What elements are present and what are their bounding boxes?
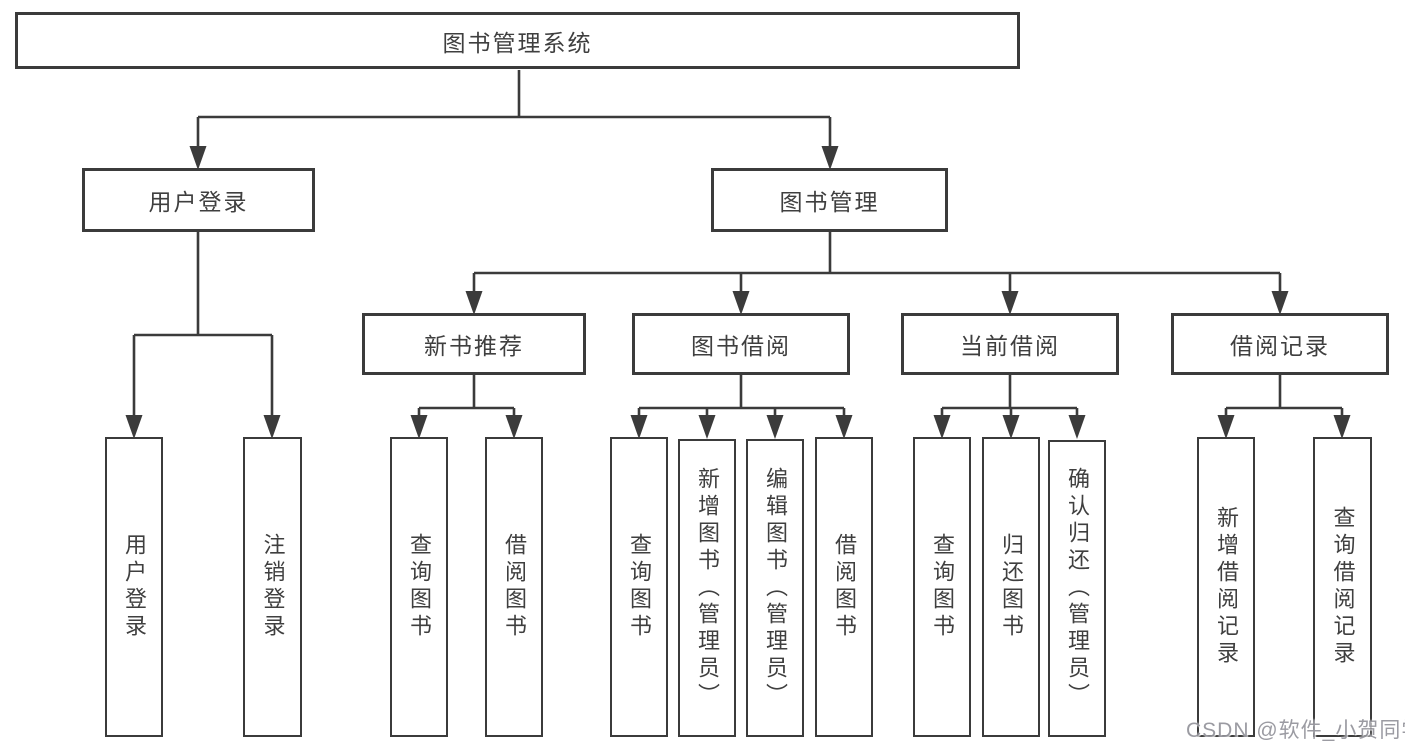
leaf-bb-borrow-book: 借阅图书 (815, 437, 873, 737)
connector-borrow-record-split (1224, 375, 1344, 418)
leaf-bb-query-book-label: 查询图书 (627, 533, 652, 641)
connector-root-split (196, 70, 832, 150)
node-borrow-record-label: 借阅记录 (1230, 333, 1330, 359)
connector-user-login-split (132, 232, 274, 418)
arrow-leaf-bb-borrow (835, 415, 853, 439)
arrow-leaf-br-add (1217, 415, 1235, 439)
node-user-login: 用户登录 (82, 168, 315, 232)
node-borrow-record: 借阅记录 (1171, 313, 1389, 375)
leaf-bb-add-book: 新增图书（管理员） (678, 439, 736, 737)
arrowheads (125, 146, 1351, 439)
connector-new-book-split (417, 375, 516, 418)
node-book-mgmt: 图书管理 (711, 168, 948, 232)
leaf-user-login-label: 用户登录 (122, 533, 147, 641)
arrow-current-borrow (1001, 291, 1019, 315)
arrow-book-borrow (732, 291, 750, 315)
arrow-new-book (465, 291, 483, 315)
leaf-nb-borrow-book: 借阅图书 (485, 437, 543, 737)
arrow-leaf-bb-add (698, 415, 716, 439)
watermark: CSDN @软件_小贺同学 (1186, 719, 1405, 742)
leaf-cb-return-book-label: 归还图书 (999, 533, 1024, 641)
leaf-logout-label: 注销登录 (260, 533, 286, 641)
leaf-cb-confirm-return: 确认归还（管理员） (1048, 440, 1106, 737)
leaf-br-add-record-label: 新增借阅记录 (1214, 506, 1239, 668)
arrow-leaf-nb-query (410, 415, 428, 439)
node-book-mgmt-label: 图书管理 (779, 189, 880, 215)
arrow-leaf-bb-edit (766, 415, 784, 439)
leaf-br-query-record-label: 查询借阅记录 (1330, 506, 1356, 668)
node-book-borrow-label: 图书借阅 (691, 333, 791, 359)
arrow-borrow-record (1271, 291, 1289, 315)
node-new-book-recommend-label: 新书推荐 (424, 333, 524, 359)
leaf-nb-borrow-book-label: 借阅图书 (502, 533, 527, 641)
arrow-leaf-user-login (125, 415, 143, 439)
node-current-borrow-label: 当前借阅 (960, 333, 1060, 359)
leaf-nb-query-book: 查询图书 (390, 437, 448, 737)
leaf-user-login: 用户登录 (105, 437, 163, 737)
connector-book-borrow-split (637, 375, 846, 418)
node-root: 图书管理系统 (15, 12, 1020, 69)
leaf-cb-return-book: 归还图书 (982, 437, 1040, 737)
arrow-leaf-cb-return (1002, 415, 1020, 439)
node-new-book-recommend: 新书推荐 (362, 313, 586, 375)
node-current-borrow: 当前借阅 (901, 313, 1119, 375)
leaf-bb-edit-book: 编辑图书（管理员） (746, 439, 804, 737)
connector-current-borrow-split (940, 375, 1079, 418)
leaf-cb-query-book: 查询图书 (913, 437, 971, 737)
node-root-label: 图书管理系统 (442, 29, 593, 56)
leaf-bb-edit-book-label: 编辑图书（管理员） (763, 466, 788, 710)
arrow-leaf-br-query (1333, 415, 1351, 439)
arrow-leaf-cb-query (933, 415, 951, 439)
leaf-br-add-record: 新增借阅记录 (1197, 437, 1255, 737)
arrow-leaf-nb-borrow (505, 415, 523, 439)
leaf-bb-borrow-book-label: 借阅图书 (832, 533, 857, 641)
leaf-cb-confirm-return-label: 确认归还（管理员） (1065, 467, 1090, 710)
leaf-bb-query-book: 查询图书 (610, 437, 668, 737)
arrow-leaf-cb-confirm (1068, 415, 1086, 439)
leaf-br-query-record: 查询借阅记录 (1313, 437, 1372, 737)
node-book-borrow: 图书借阅 (632, 313, 850, 375)
connector-book-mgmt-split (472, 232, 1282, 293)
arrow-leaf-logout (263, 415, 281, 439)
leaf-nb-query-book-label: 查询图书 (407, 533, 432, 641)
leaf-bb-add-book-label: 新增图书（管理员） (695, 466, 720, 710)
arrow-book-mgmt (821, 146, 839, 170)
node-user-login-label: 用户登录 (148, 189, 249, 215)
arrow-leaf-bb-query (630, 415, 648, 439)
leaf-cb-query-book-label: 查询图书 (930, 533, 955, 641)
arrow-user-login (189, 146, 207, 170)
leaf-logout: 注销登录 (243, 437, 302, 737)
